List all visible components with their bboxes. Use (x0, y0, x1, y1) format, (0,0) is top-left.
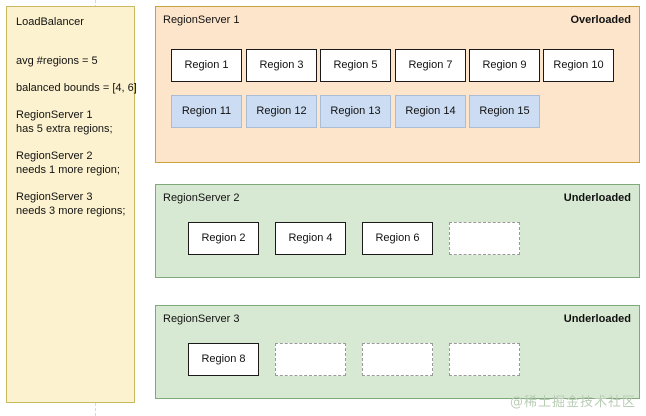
region-label: Region 9 (482, 59, 527, 71)
loadbalancer-stat-2-line-1: has 5 extra regions; (16, 123, 113, 135)
region-label: Region 12 (256, 105, 307, 117)
loadbalancer-stat-2: RegionServer 1 has 5 extra regions; (16, 108, 132, 136)
regionserver-2-panel: RegionServer 2 Underloaded Region 2 Regio… (155, 184, 640, 278)
region-4-box: Region 4 (275, 222, 346, 255)
region-label: Region 13 (330, 105, 381, 117)
region-14-box: Region 14 (395, 95, 466, 128)
region-15-box: Region 15 (469, 95, 540, 128)
region-3-box: Region 3 (246, 49, 317, 82)
loadbalancer-stats-list: avg #regions = 5 balanced bounds = [4, 6]… (16, 54, 137, 231)
regionserver-3-status-badge: Underloaded (563, 313, 631, 325)
region-11-box: Region 11 (171, 95, 242, 128)
region-label: Region 11 (181, 105, 232, 117)
region-13-box: Region 13 (320, 95, 391, 128)
region-12-box: Region 12 (246, 95, 317, 128)
watermark: @稀土掘金技术社区 (509, 395, 636, 410)
region-label: Region 3 (259, 59, 304, 71)
empty-region-slot-2 (275, 343, 346, 376)
loadbalancer-stat-1: balanced bounds = [4, 6] (16, 81, 137, 95)
loadbalancer-stat-3-line-1: needs 1 more region; (16, 164, 120, 176)
regionserver-1-status-badge: Overloaded (570, 14, 631, 26)
empty-region-slot-4 (449, 222, 520, 255)
regionserver-1-title: RegionServer 1 (163, 14, 240, 26)
loadbalancer-panel: LoadBalancer avg #regions = 5 balanced bo… (6, 6, 137, 403)
region-label: Region 10 (553, 59, 604, 71)
region-label: Region 4 (288, 232, 333, 244)
loadbalancer-stat-4-line-0: RegionServer 3 (16, 191, 93, 203)
loadbalancer-stat-3-line-0: RegionServer 2 (16, 150, 93, 162)
regionserver-2-status-badge: Underloaded (563, 192, 631, 204)
regionserver-2-title: RegionServer 2 (163, 192, 240, 204)
loadbalancer-stat-4-line-1: needs 3 more regions; (16, 205, 126, 217)
region-10-box: Region 10 (543, 49, 614, 82)
region-label: Region 7 (408, 59, 453, 71)
loadbalancer-title: LoadBalancer (16, 16, 84, 28)
regionserver-3-title: RegionServer 3 (163, 313, 240, 325)
empty-region-slot-3 (362, 343, 433, 376)
regionserver-1-panel: RegionServer 1 Overloaded Region 1 Region… (155, 6, 640, 163)
regionserver-3-panel: RegionServer 3 Underloaded Region 8 (155, 305, 640, 399)
region-6-box: Region 6 (362, 222, 433, 255)
loadbalancer-stat-1-line-0: balanced bounds = [4, 6] (16, 82, 137, 94)
region-label: Region 5 (333, 59, 378, 71)
region-8-box: Region 8 (188, 343, 259, 376)
region-9-box: Region 9 (469, 49, 540, 82)
region-1-box: Region 1 (171, 49, 242, 82)
loadbalancer-stat-2-line-0: RegionServer 1 (16, 109, 93, 121)
loadbalancer-stat-0-line-0: avg #regions = 5 (16, 55, 98, 67)
region-5-box: Region 5 (320, 49, 391, 82)
loadbalancer-stat-4: RegionServer 3 needs 3 more regions; (16, 190, 132, 218)
region-label: Region 14 (405, 105, 456, 117)
region-label: Region 1 (184, 59, 229, 71)
region-2-box: Region 2 (188, 222, 259, 255)
region-7-box: Region 7 (395, 49, 466, 82)
loadbalancer-stat-3: RegionServer 2 needs 1 more region; (16, 149, 132, 177)
region-label: Region 6 (375, 232, 420, 244)
empty-region-slot-4 (449, 343, 520, 376)
region-label: Region 2 (201, 232, 246, 244)
region-label: Region 8 (201, 353, 246, 365)
region-label: Region 15 (479, 105, 530, 117)
loadbalancer-stat-0: avg #regions = 5 (16, 54, 132, 68)
